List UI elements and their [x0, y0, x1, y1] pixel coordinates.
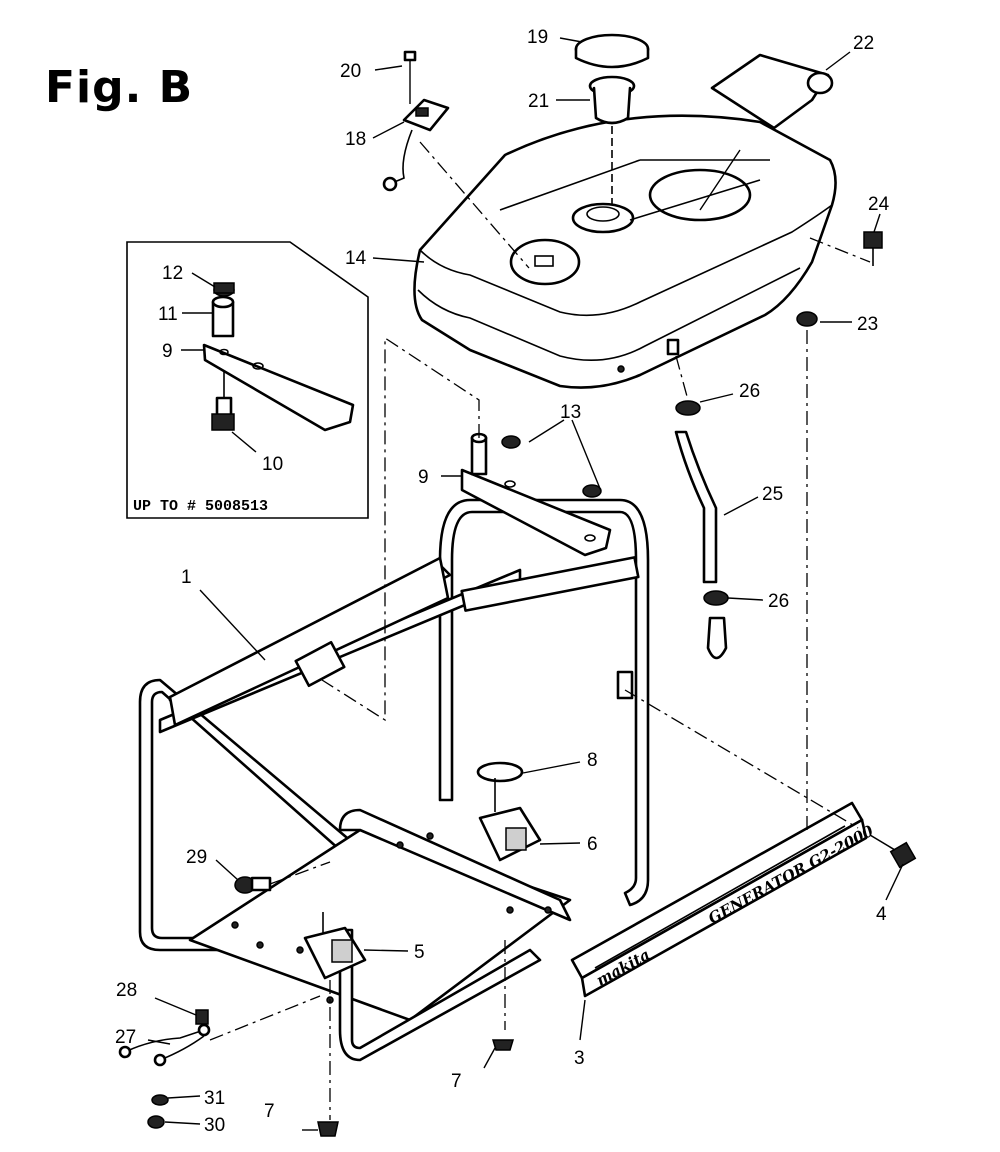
callout-7-right: 7 — [451, 1071, 462, 1092]
strainer-21 — [588, 75, 636, 205]
cover-22 — [699, 53, 834, 211]
callout-14: 14 — [345, 248, 367, 269]
nut-30 — [147, 1115, 165, 1129]
callout-7-left: 7 — [264, 1101, 275, 1122]
front-panel-3: makita GENERATOR G2-2000 — [570, 330, 877, 998]
callout-30: 30 — [204, 1115, 225, 1136]
fuel-tank — [413, 114, 837, 389]
callout-12: 12 — [162, 263, 183, 284]
callout-9-inset: 9 — [162, 341, 173, 362]
bolt-24 — [809, 231, 883, 266]
tank-cap-19 — [574, 33, 650, 69]
inset-spacer-11 — [211, 295, 235, 338]
leader-lines — [147, 37, 904, 1131]
callout-5: 5 — [414, 942, 425, 963]
foot-7-b — [317, 1121, 339, 1137]
callout-26-upper: 26 — [739, 381, 760, 402]
washer-23 — [796, 311, 818, 327]
inset-stud-10 — [211, 372, 235, 431]
callout-29: 29 — [186, 847, 207, 868]
callout-24: 24 — [868, 194, 890, 215]
frame-1 — [138, 498, 650, 1062]
bolt-29 — [234, 861, 331, 894]
mount-6 — [476, 761, 542, 862]
callout-27: 27 — [115, 1027, 136, 1048]
callout-11: 11 — [158, 304, 178, 325]
inset-nut-12 — [213, 282, 235, 297]
figure-title: Fig. B — [45, 62, 194, 113]
ground-wire-27 — [118, 995, 321, 1067]
washer-31 — [151, 1094, 169, 1106]
callout-28: 28 — [116, 980, 137, 1001]
fuel-gauge-18 — [382, 50, 530, 269]
callout-8: 8 — [587, 750, 598, 771]
callout-3: 3 — [574, 1048, 585, 1069]
callout-18: 18 — [345, 129, 366, 150]
callout-25: 25 — [762, 484, 783, 505]
mount-5 — [303, 912, 367, 1120]
bracket-9 — [321, 336, 612, 722]
callout-numbers: 20 18 19 21 22 14 24 23 26 25 26 13 9 12… — [115, 27, 890, 1136]
callout-10: 10 — [262, 454, 283, 475]
callout-19: 19 — [527, 27, 548, 48]
callout-23: 23 — [857, 314, 878, 335]
inset-note: UP TO # 5008513 — [133, 498, 268, 515]
callout-4: 4 — [876, 904, 887, 925]
callout-21: 21 — [528, 91, 549, 112]
callout-6: 6 — [587, 834, 598, 855]
inset-bracket-9 — [202, 343, 355, 432]
callout-20: 20 — [340, 61, 361, 82]
inset-box: UP TO # 5008513 — [126, 241, 369, 519]
foot-7-a — [491, 940, 515, 1051]
callout-1: 1 — [181, 567, 192, 588]
bolt-4 — [869, 834, 917, 869]
callout-31: 31 — [204, 1088, 225, 1109]
callout-9: 9 — [418, 467, 429, 488]
callout-26-lower: 26 — [768, 591, 789, 612]
callout-13: 13 — [560, 402, 581, 423]
callout-22: 22 — [853, 33, 874, 54]
fuel-hose-25 — [674, 355, 729, 660]
